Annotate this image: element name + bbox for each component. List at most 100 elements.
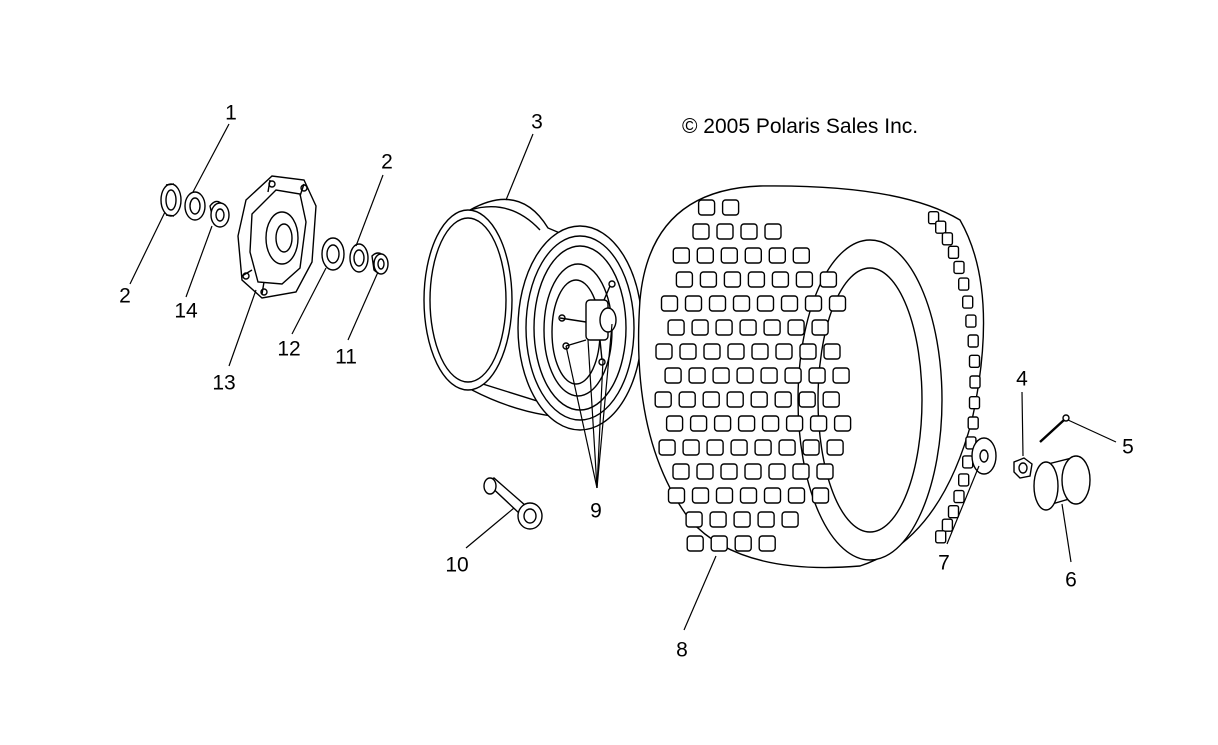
tread-block (736, 367, 754, 384)
tread-block (678, 391, 696, 408)
tread-block (802, 439, 820, 456)
callout-4: 4 (1016, 367, 1028, 391)
tread-block (716, 223, 734, 240)
part-rim (423, 198, 643, 431)
callout-3: 3 (531, 110, 543, 134)
tread-block (710, 535, 728, 552)
part-bearing-left (184, 191, 206, 221)
tread-block (758, 535, 776, 552)
tread-block (699, 271, 718, 288)
tread-block (658, 439, 676, 456)
callout-12: 12 (277, 337, 301, 361)
tread-block (756, 295, 775, 312)
tread-block (780, 295, 799, 312)
tread-side-block (941, 518, 954, 532)
tread-block (720, 463, 738, 480)
tread-block (764, 223, 782, 240)
tread-side-block (958, 473, 970, 487)
callout-10: 10 (445, 553, 469, 577)
tread-block (737, 415, 756, 432)
tread-block (672, 463, 690, 480)
tread-side-block (962, 295, 974, 309)
tread-block (739, 487, 758, 504)
tread-side-block (967, 416, 979, 430)
tread-side-block (953, 260, 965, 275)
tread-side-block (965, 314, 977, 328)
tread-block (684, 295, 703, 312)
tread-block (760, 367, 778, 384)
tread-block (696, 463, 714, 480)
copyright-text: © 2005 Polaris Sales Inc. (682, 115, 919, 138)
tread-block (667, 319, 685, 336)
part-seal-right (349, 243, 369, 273)
tread-side-block (953, 489, 965, 504)
part-washer (971, 437, 997, 475)
tread-block (688, 367, 706, 384)
tread-side-block (969, 375, 981, 389)
tread-block (715, 319, 733, 336)
tread-block (712, 367, 730, 384)
part-hub (237, 175, 317, 299)
tread-block (833, 415, 852, 432)
part-cap (1033, 455, 1091, 511)
tread-block (685, 511, 703, 528)
callout-11: 11 (335, 345, 357, 369)
tread-block (781, 511, 799, 528)
tread-side-block (968, 396, 981, 410)
tread-block (785, 415, 804, 432)
tread-block (689, 415, 708, 432)
part-spacer (209, 200, 230, 228)
tread-block (672, 247, 690, 264)
tread-block (763, 319, 781, 336)
tread-block (692, 223, 710, 240)
tread-block (697, 199, 716, 216)
tread-side-block (962, 455, 974, 469)
tread-block (721, 199, 740, 216)
tread-block (787, 487, 806, 504)
tread-block (763, 487, 782, 504)
callout-14: 14 (174, 299, 198, 323)
tread-block (761, 415, 780, 432)
leader-lines (129, 123, 1117, 631)
tread-block (675, 271, 694, 288)
callout-6: 6 (1065, 568, 1077, 592)
tread-block (727, 343, 745, 360)
tread-block (747, 271, 766, 288)
callout-2-left: 2 (119, 284, 131, 308)
callout-9: 9 (590, 499, 602, 523)
tread-block (757, 511, 775, 528)
part-valve-stem (483, 477, 543, 530)
tread-block (799, 343, 817, 360)
tread-block (774, 391, 792, 408)
tread-block (823, 343, 841, 360)
tread-block (734, 535, 752, 552)
tread-block (751, 343, 769, 360)
part-tire (637, 185, 985, 569)
tread-block (660, 295, 679, 312)
tread-block (740, 223, 758, 240)
tread-block (768, 463, 786, 480)
tread-block (733, 511, 751, 528)
tread-block (679, 343, 697, 360)
tread-block (750, 391, 768, 408)
tread-block (795, 271, 814, 288)
tread-block (811, 487, 830, 504)
tread-block (744, 247, 762, 264)
tread-block (784, 367, 802, 384)
callout-13: 13 (212, 371, 236, 395)
callout-7: 7 (938, 551, 950, 575)
part-bearing-right (321, 237, 345, 271)
tread-side-block (958, 277, 970, 291)
tread-block (809, 415, 828, 432)
tread-block (744, 463, 762, 480)
tread-block (804, 295, 823, 312)
tread-block (726, 391, 744, 408)
callout-5: 5 (1122, 435, 1134, 459)
tread-block (778, 439, 796, 456)
tread-block (739, 319, 757, 336)
tread-block (816, 463, 834, 480)
tread-block (691, 487, 710, 504)
tread-block (811, 319, 829, 336)
